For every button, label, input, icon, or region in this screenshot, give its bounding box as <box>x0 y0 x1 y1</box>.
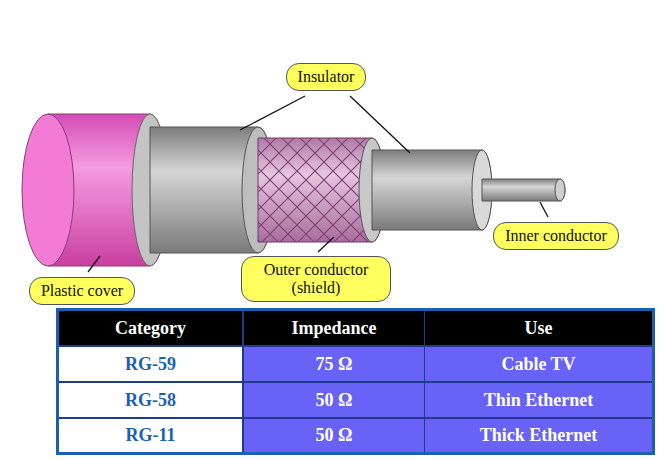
leader-line <box>88 256 100 272</box>
insulator-body <box>150 127 274 253</box>
conductor-body <box>482 179 565 201</box>
table-header-cell: Use <box>425 311 652 345</box>
table-cell: RG-59 <box>59 347 242 381</box>
table-cell: Thick Ethernet <box>425 419 652 452</box>
table-cell: 50 Ω <box>244 419 424 452</box>
table-cell: 75 Ω <box>244 347 424 381</box>
leader-line <box>540 202 548 217</box>
table-cell: Cable TV <box>425 347 652 381</box>
callout-text: Plastic cover <box>41 282 123 300</box>
callout-text: Outer conductor (shield) <box>253 261 379 298</box>
shield-body <box>258 138 385 242</box>
leader-line <box>240 96 305 130</box>
leader-line <box>318 237 334 252</box>
conductor-face <box>555 179 565 201</box>
callout-label: Insulator <box>286 63 367 91</box>
inner-insulator-body <box>372 150 492 230</box>
table-cell: RG-58 <box>59 383 242 417</box>
plastic-cover-end <box>22 114 74 266</box>
table-header-cell: Category <box>59 311 242 345</box>
table-cell: Thin Ethernet <box>425 383 652 417</box>
shield-mesh <box>258 138 385 242</box>
callout-label: Plastic cover <box>29 277 135 305</box>
table-cell: RG-11 <box>59 419 242 452</box>
callout-label: Outer conductor (shield) <box>241 256 391 303</box>
table-header-cell: Impedance <box>244 311 424 345</box>
table-cell: 50 Ω <box>244 383 424 417</box>
leader-line <box>350 96 410 153</box>
callout-text: Insulator <box>298 68 355 86</box>
callout-label: Inner conductor <box>493 222 619 250</box>
callout-text: Inner conductor <box>505 227 607 245</box>
